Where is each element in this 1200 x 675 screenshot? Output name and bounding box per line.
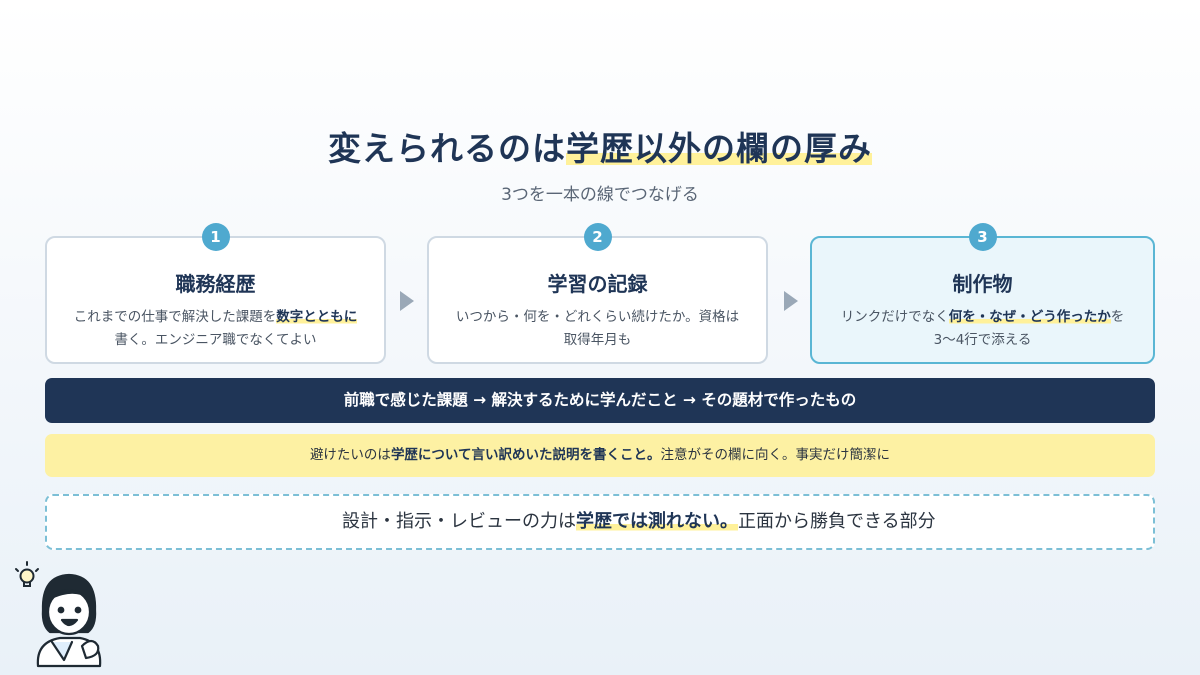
step-number-badge: 2 xyxy=(583,223,612,251)
card-title: 学習の記録 xyxy=(547,272,648,296)
note-box: 設計・指示・レビューの力は学歴では測れない。正面から勝負できる部分 xyxy=(45,494,1155,550)
warning-bar: 避けたいのは学歴について言い訳めいた説明を書くこと。注意がその欄に向く。事実だけ… xyxy=(45,434,1155,477)
step-card-learning-record: 2 学習の記録 いつから・何を・どれくらい続けたか。資格は取得年月も xyxy=(427,223,768,364)
card-description: これまでの仕事で解決した課題を数字とともに書く。エンジニア職でなくてよい xyxy=(73,309,358,348)
note-emphasis: 学歴では測れない。 xyxy=(576,511,738,532)
arrow-right-icon xyxy=(784,291,798,311)
desc-emphasis: 数字とともに xyxy=(276,309,358,325)
arrow-right-icon xyxy=(400,291,414,311)
warning-emphasis: 学歴について言い訳めいた説明を書くこと。 xyxy=(390,447,661,463)
page-title: 変えられるのは学歴以外の欄の厚み xyxy=(0,122,1200,170)
step-card-work-history: 1 職務経歴 これまでの仕事で解決した課題を数字とともに書く。エンジニア職でなく… xyxy=(45,223,386,364)
title-highlight: 学歴以外の欄の厚み xyxy=(566,129,872,168)
page-subtitle: 3つを一本の線でつなげる xyxy=(501,185,699,205)
card-title: 制作物 xyxy=(952,272,1013,296)
step-number-badge: 3 xyxy=(968,223,997,251)
person-thinking-illustration xyxy=(15,561,102,668)
card-description: いつから・何を・どれくらい続けたか。資格は取得年月も xyxy=(455,309,740,348)
flow-summary-bar: 前職で感じた課題 → 解決するために学んだこと → その題材で作ったもの xyxy=(45,378,1155,423)
lightbulb-icon xyxy=(15,561,39,587)
desc-emphasis: 何を・なぜ・どう作ったか xyxy=(948,309,1111,325)
title-text: 変えられるのは xyxy=(328,129,566,168)
step-number-badge: 1 xyxy=(201,223,230,251)
card-title: 職務経歴 xyxy=(175,272,256,296)
